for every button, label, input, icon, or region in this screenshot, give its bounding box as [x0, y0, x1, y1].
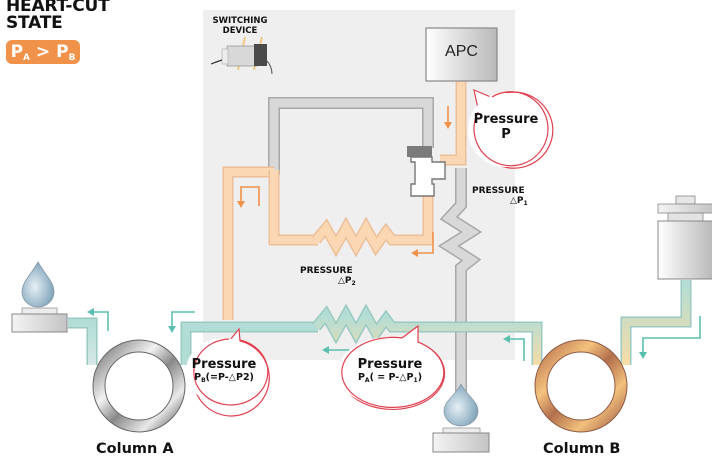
arrow-orange-down-apc: [444, 106, 452, 129]
switching-device-icon: [210, 36, 273, 75]
detector-bottom-icon: [432, 383, 490, 453]
gray-loop-pipe: [268, 97, 434, 175]
bubble-p-text: Pressure P: [470, 112, 542, 142]
pressure-dp2-label: PRESSURE △P2: [300, 266, 356, 287]
pressure-dp1-label: PRESSURE △P1: [472, 186, 528, 207]
pressure-condition-badge: PA > PB: [6, 40, 80, 64]
diagram-title: HEART-CUT STATE: [6, 0, 110, 32]
arrow-teal-column-b-in: [639, 316, 701, 359]
bubble-pa-title: Pressure: [357, 357, 423, 372]
bubble-pa-formula: PA( = P-△P1): [340, 372, 440, 387]
bubble-pb-text: Pressure PB(=P-△P2): [186, 357, 262, 387]
dp2-title: PRESSURE: [300, 266, 353, 276]
switching-device-line-1: SWITCHING: [212, 16, 268, 26]
badge-right: P: [56, 42, 69, 62]
dp1-sub: 1: [523, 200, 528, 207]
pa-prefix: P: [357, 372, 365, 383]
badge-left: P: [10, 42, 24, 62]
switching-valve-icon: [407, 146, 446, 197]
dp2-symbol-text: △P: [338, 276, 352, 286]
pa-sub: A: [364, 377, 370, 384]
injector-icon: [657, 195, 712, 280]
column-a-label: Column A: [96, 441, 174, 457]
pb-prefix: P: [194, 372, 202, 383]
title-line-2: STATE: [6, 13, 63, 33]
badge-left-sub: A: [23, 53, 30, 63]
detector-left-icon: [11, 261, 68, 333]
apc-box: [425, 27, 498, 82]
pb-formula-text: (=P-△P2): [205, 372, 254, 383]
apc-label: APC: [445, 43, 478, 60]
dp2-symbol: △P2: [300, 276, 356, 287]
arrow-teal-column-a-in: [168, 311, 195, 333]
arrow-orange-left-loop: [237, 186, 260, 208]
bubble-pb-title: Pressure: [191, 357, 257, 372]
dp1-symbol-text: △P: [510, 196, 524, 206]
column-b-icon: [534, 339, 628, 433]
arrow-teal-main-left: [322, 346, 350, 354]
title-line-1: HEART-CUT: [6, 0, 110, 16]
orange-pipe-network: [222, 80, 467, 320]
switching-device-label: SWITCHING DEVICE: [207, 16, 273, 36]
badge-operator: >: [35, 42, 51, 62]
badge-right-sub: B: [68, 53, 76, 63]
bubble-pb-formula: PB(=P-△P2): [186, 372, 262, 387]
bubble-p-value: P: [501, 127, 511, 142]
dp1-title: PRESSURE: [472, 186, 525, 196]
pa-formula-end: ): [417, 372, 423, 383]
dp1-symbol: △P1: [472, 196, 528, 207]
pa-formula-sub: 1: [413, 377, 418, 384]
switching-device-line-2: DEVICE: [222, 26, 258, 36]
flow-arrows: [87, 106, 701, 361]
dp2-sub: 2: [351, 280, 356, 287]
teal-pipe-network: [68, 280, 692, 365]
bubble-pressure-p: [468, 88, 554, 169]
pb-sub: B: [201, 377, 206, 384]
column-a-icon: [92, 339, 186, 433]
arrow-teal-column-a-out: [87, 308, 109, 331]
gray-vertical-pipe: [437, 168, 483, 400]
pa-formula-text: ( = P-△P: [369, 372, 414, 383]
column-b-label: Column B: [543, 441, 621, 457]
bubble-p-title: Pressure: [473, 112, 539, 127]
bubble-pressure-pb: [186, 327, 270, 417]
bubble-pressure-pa: [338, 324, 446, 411]
arrow-orange-bottom-loop: [411, 232, 434, 257]
arrow-teal-column-b-out: [503, 335, 525, 361]
bubble-pa-text: Pressure PA( = P-△P1): [340, 357, 440, 387]
